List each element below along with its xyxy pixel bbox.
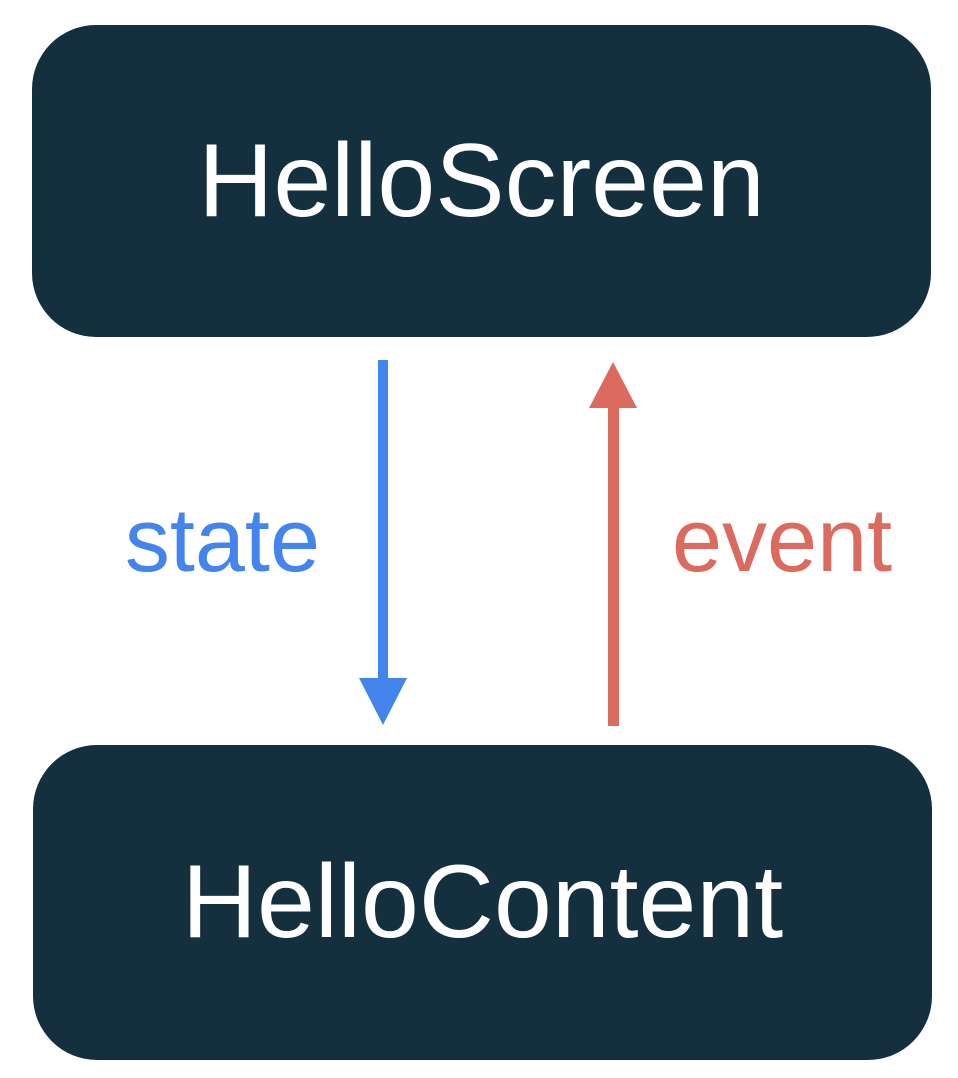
arrow-down-icon bbox=[359, 678, 407, 725]
node-helloscreen: HelloScreen bbox=[32, 25, 931, 337]
arrow-up-icon bbox=[589, 362, 637, 408]
state-edge-label: state bbox=[124, 491, 320, 591]
event-arrow bbox=[589, 362, 637, 726]
event-edge-label: event bbox=[672, 491, 893, 591]
node-helloscreen-label: HelloScreen bbox=[198, 122, 765, 239]
state-arrow bbox=[359, 360, 407, 725]
node-hellocontent-label: HelloContent bbox=[181, 844, 784, 960]
event-arrow-shaft bbox=[608, 406, 619, 726]
state-arrow-shaft bbox=[378, 360, 388, 680]
node-hellocontent: HelloContent bbox=[33, 745, 932, 1060]
